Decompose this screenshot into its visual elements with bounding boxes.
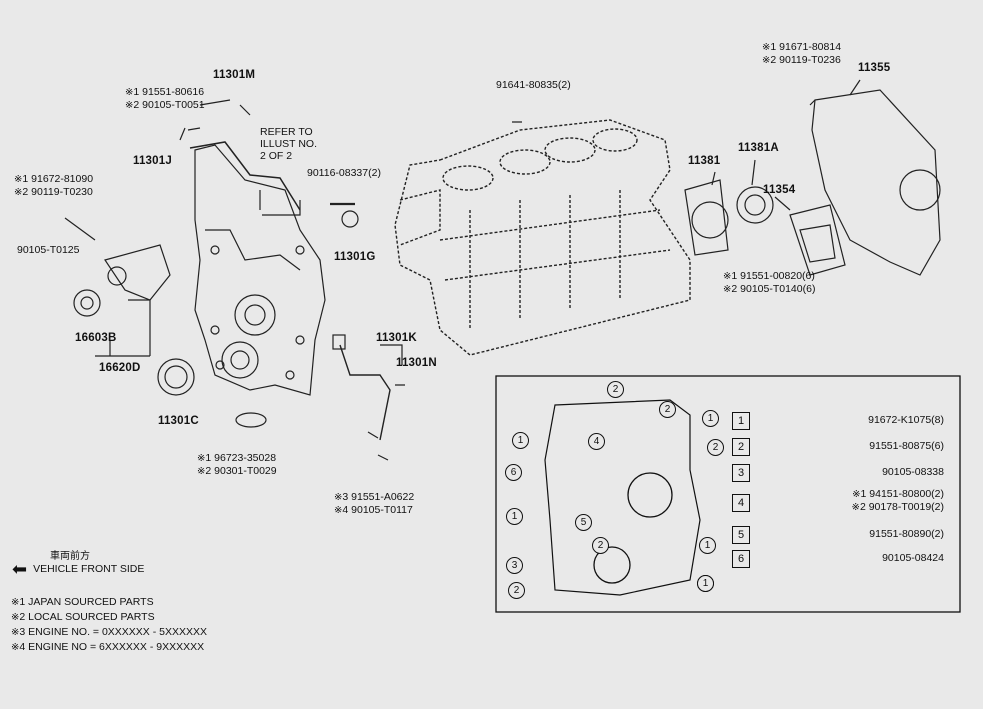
legend-num: 1 <box>732 412 750 430</box>
label-11301J: 11301J <box>133 155 172 167</box>
legend-num: 5 <box>732 526 750 544</box>
label-90119-T0236: 2 90119-T0236 <box>762 54 840 67</box>
label-96723-35028: 1 96723-35028 <box>197 452 276 465</box>
inset-callout: 1 <box>702 410 719 427</box>
inset-callout: 2 <box>508 582 525 599</box>
inset-callout: 2 <box>659 401 676 418</box>
label-90116-08337: 90116-08337(2) <box>307 167 381 179</box>
inset-callout: 2 <box>592 537 609 554</box>
label-11301G: 11301G <box>334 251 376 263</box>
vehicle-front-indicator: 車両前方 ⬅ VEHICLE FRONT SIDE <box>12 550 145 579</box>
inset-callout: 5 <box>575 514 592 531</box>
label-91551-A0622: 3 91551-A0622 <box>334 491 414 504</box>
inset-callout: 6 <box>505 464 522 481</box>
label-90105-T0140: 2 90105-T0140(6) <box>723 283 815 296</box>
legend-row-1: 1 91672-K1075(8) <box>728 410 950 432</box>
legend-row-6: 6 90105-08424 <box>728 548 950 570</box>
engine-block-drawing <box>394 119 691 356</box>
label-91671-80814: 1 91671-80814 <box>762 41 841 54</box>
label-11301K: 11301K <box>376 332 417 344</box>
label-90301-T0029: 2 90301-T0029 <box>197 465 276 478</box>
inset-callout: 1 <box>512 432 529 449</box>
label-91551-80616: 1 91551-80616 <box>125 86 204 99</box>
legend-num: 6 <box>732 550 750 568</box>
label-16620D: 16620D <box>99 362 141 374</box>
inset-callout: 1 <box>506 508 523 525</box>
legend-num: 2 <box>732 438 750 456</box>
label-11355: 11355 <box>858 62 891 74</box>
label-11301N: 11301N <box>396 357 437 369</box>
legend-code: 90105-08424 <box>882 552 944 564</box>
inset-callout: 3 <box>506 557 523 574</box>
front-side-kanji: 車両前方 <box>50 551 90 562</box>
label-11301M: 11301M <box>213 69 256 81</box>
label-90119-T0230: 2 90119-T0230 <box>14 186 92 199</box>
inset-callout: 2 <box>707 439 724 456</box>
label-90105-T0125: 90105-T0125 <box>17 244 80 256</box>
label-11381: 11381 <box>688 155 721 167</box>
inset-callout: 1 <box>699 537 716 554</box>
inset-callout: 2 <box>607 381 624 398</box>
label-91672-81090: 1 91672-81090 <box>14 173 93 186</box>
legend-code: 91551-80890(2) <box>869 528 944 540</box>
legend-code: 91551-80875(6) <box>869 440 944 452</box>
note-2: 2 LOCAL SOURCED PARTS <box>11 610 207 625</box>
legend-row-5: 5 91551-80890(2) <box>728 524 950 546</box>
label-91641-80835: 91641-80835(2) <box>496 79 571 91</box>
notes-block: 1 JAPAN SOURCED PARTS 2 LOCAL SOURCED PA… <box>11 595 207 655</box>
legend-code-2: 2 90178-T0019(2) <box>852 501 944 513</box>
note-4: 4 ENGINE NO = 6XXXXXX - 9XXXXXX <box>11 640 207 655</box>
label-11301C: 11301C <box>158 415 199 427</box>
label-11354: 11354 <box>763 184 796 196</box>
label-11381A: 11381A <box>738 142 779 154</box>
label-16603B: 16603B <box>75 332 117 344</box>
label-90105-T0117: 4 90105-T0117 <box>334 504 412 517</box>
legend-row-4: 4 1 94151-80800(2) 2 90178-T0019(2) <box>728 488 950 518</box>
refer-note: REFER TO ILLUST NO. 2 OF 2 <box>260 126 317 162</box>
front-side-text: VEHICLE FRONT SIDE <box>33 563 145 575</box>
arrow-left-icon: ⬅ <box>12 559 28 579</box>
legend-row-3: 3 90105-08338 <box>728 462 950 484</box>
label-91551-00820: 1 91551-00820(6) <box>723 270 814 283</box>
inset-callout: 1 <box>697 575 714 592</box>
legend-code: 90105-08338 <box>882 466 944 478</box>
legend-code: 91672-K1075(8) <box>868 414 944 426</box>
label-90105-T0051: 2 90105-T0051 <box>125 99 204 112</box>
legend-num: 4 <box>732 494 750 512</box>
timing-cover-drawing <box>194 144 326 396</box>
note-1: 1 JAPAN SOURCED PARTS <box>11 595 207 610</box>
legend-row-2: 2 91551-80875(6) <box>728 436 950 458</box>
legend-num: 3 <box>732 464 750 482</box>
inset-callout: 4 <box>588 433 605 450</box>
note-3: 3 ENGINE NO. = 0XXXXXX - 5XXXXXX <box>11 625 207 640</box>
legend-code: 1 94151-80800(2) <box>852 488 944 500</box>
inset-panel <box>495 375 961 613</box>
